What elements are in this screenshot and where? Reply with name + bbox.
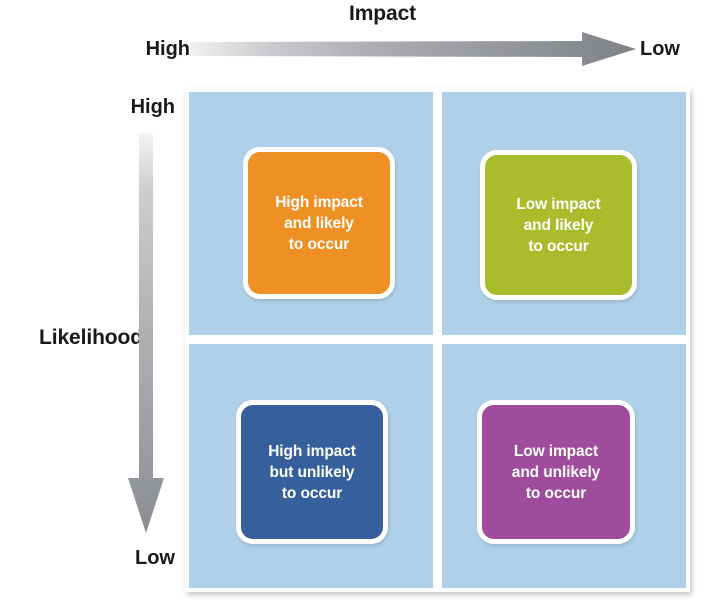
quadrant-card-high-impact-unlikely[interactable]: High impact but unlikely to occur: [236, 400, 388, 544]
risk-matrix-grid: High impact and likely to occur Low impa…: [189, 92, 686, 588]
quadrant-card-low-impact-unlikely[interactable]: Low impact and unlikely to occur: [477, 400, 635, 544]
likelihood-axis-title: Likelihood: [38, 326, 143, 349]
quadrant-card-label: Low impact and likely to occur: [516, 195, 601, 255]
right-arrow-gradient-icon: [190, 32, 636, 66]
impact-axis-high-label: High: [145, 38, 190, 60]
quadrant-card-low-impact-likely[interactable]: Low impact and likely to occur: [480, 150, 637, 300]
impact-axis-title: Impact: [348, 2, 417, 25]
quadrant-card-label: High impact and likely to occur: [275, 193, 363, 253]
down-arrow-gradient-icon: [128, 133, 164, 533]
likelihood-axis-high-label: High: [130, 96, 175, 118]
likelihood-axis-low-label: Low: [135, 547, 175, 569]
risk-matrix: High impact and likely to occur Low impa…: [185, 88, 690, 592]
quadrant-card-high-impact-likely[interactable]: High impact and likely to occur: [243, 147, 395, 299]
quadrant-card-label: High impact but unlikely to occur: [268, 442, 356, 502]
impact-axis-low-label: Low: [640, 38, 680, 60]
quadrant-card-label: Low impact and unlikely to occur: [511, 442, 601, 502]
